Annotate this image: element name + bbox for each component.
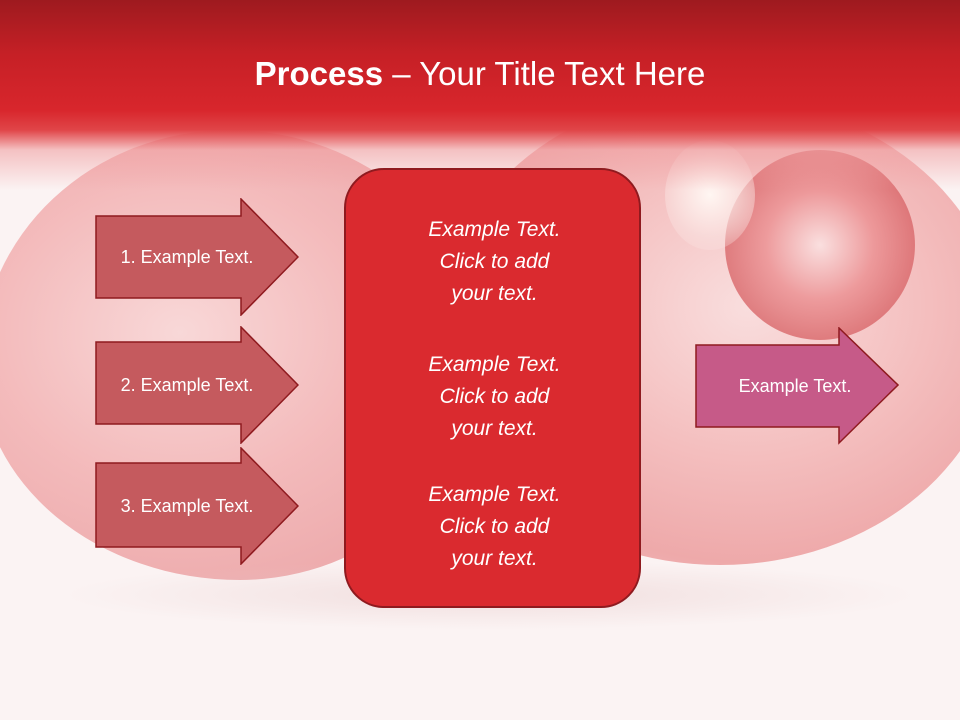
center-text-line: Click to add: [439, 250, 550, 273]
center-text-line: Click to add: [439, 385, 550, 408]
center-text-block-1[interactable]: Example Text. Click to add your text.: [346, 214, 643, 310]
title-rest: – Your Title Text Here: [383, 55, 706, 92]
center-text-block-2[interactable]: Example Text. Click to add your text.: [346, 349, 643, 445]
center-text-line: Click to add: [439, 515, 550, 538]
center-text-line: your text.: [451, 417, 538, 440]
slide-title[interactable]: Process – Your Title Text Here: [0, 52, 960, 96]
title-band: [0, 0, 960, 190]
step-arrow-2[interactable]: 2. Example Text.: [95, 326, 299, 444]
step-arrow-1[interactable]: 1. Example Text.: [95, 198, 299, 316]
step-arrow-label-3: 3. Example Text.: [120, 495, 254, 516]
result-arrow-label: Example Text.: [738, 375, 852, 396]
center-text-panel[interactable]: Example Text. Click to add your text. Ex…: [344, 168, 641, 608]
center-text-line: Example Text.: [428, 483, 561, 506]
step-arrow-3[interactable]: 3. Example Text.: [95, 447, 299, 565]
title-bold: Process: [254, 55, 384, 92]
center-text-block-3[interactable]: Example Text. Click to add your text.: [346, 479, 643, 575]
result-arrow[interactable]: Example Text.: [695, 327, 899, 445]
step-arrow-label-1: 1. Example Text.: [120, 246, 254, 267]
center-text-line: Example Text.: [428, 218, 561, 241]
center-text-line: your text.: [451, 282, 538, 305]
center-text-line: your text.: [451, 547, 538, 570]
center-text-line: Example Text.: [428, 353, 561, 376]
step-arrow-label-2: 2. Example Text.: [120, 374, 254, 395]
